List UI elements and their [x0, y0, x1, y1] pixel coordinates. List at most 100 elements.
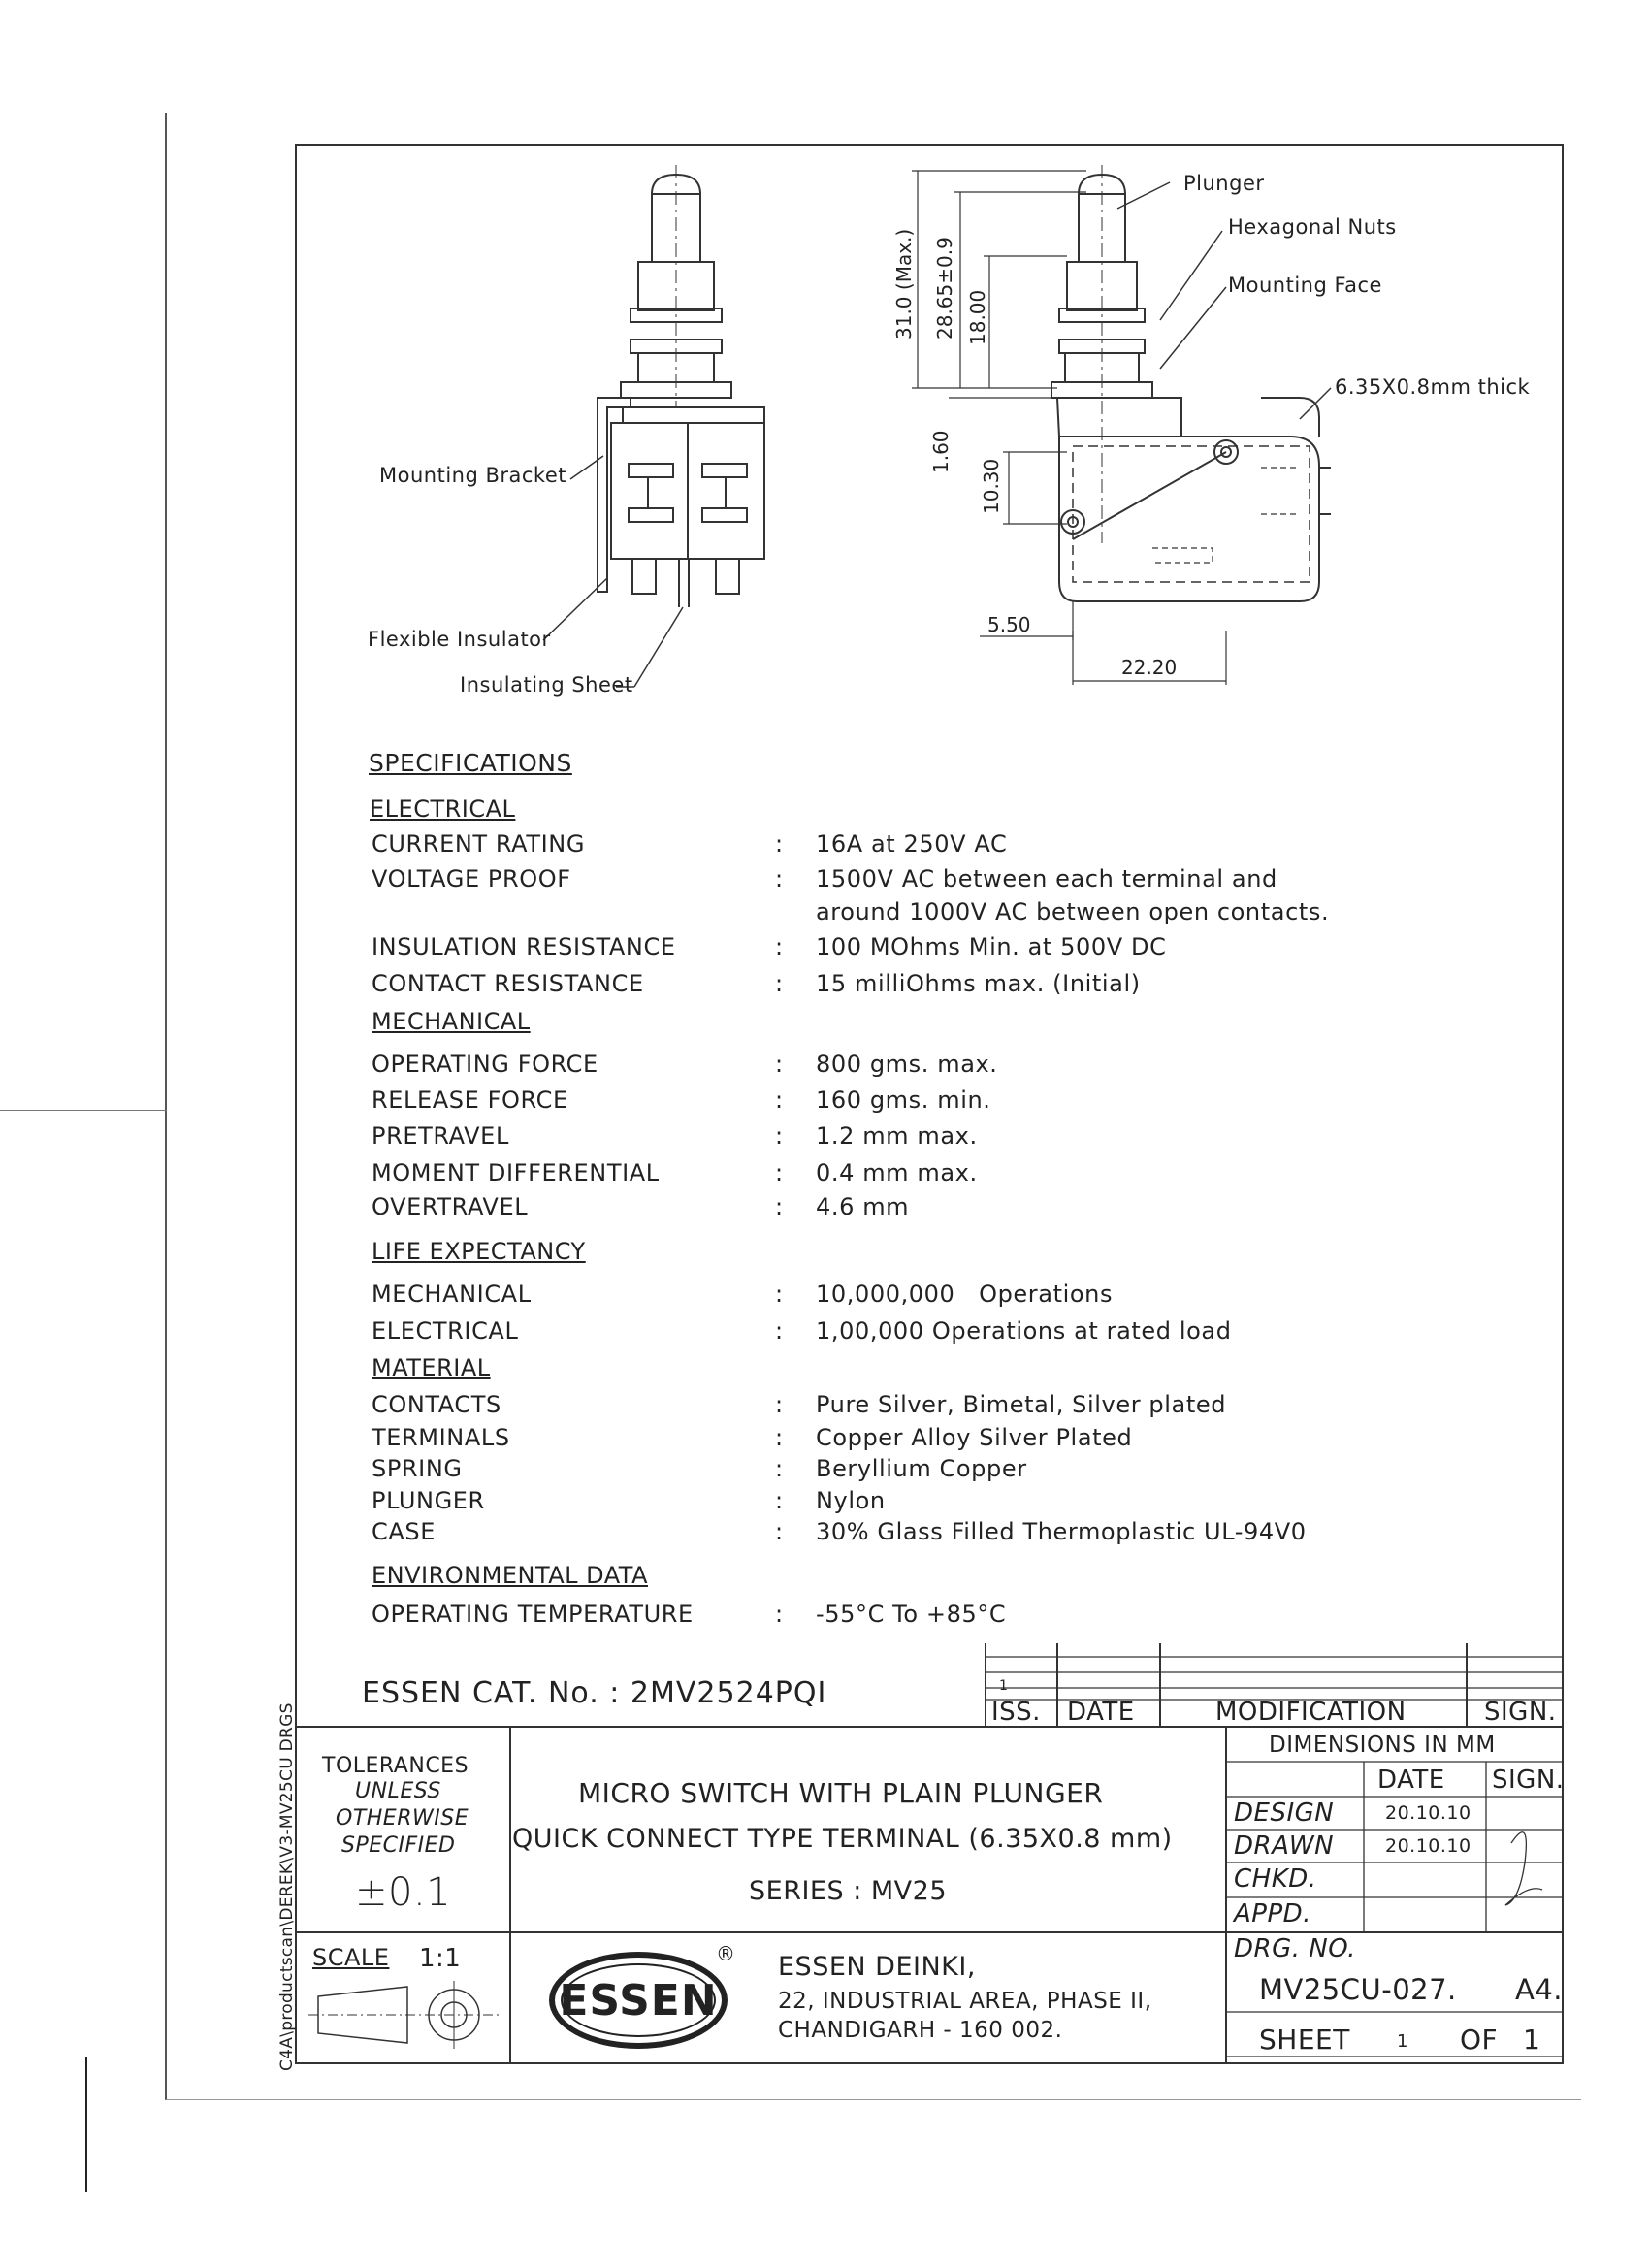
label-terminal-size: 6.35X0.8mm thick — [1335, 375, 1531, 399]
drawing-number: MV25CU-027. — [1259, 1973, 1457, 2006]
spec-row: VOLTAGE PROOF: 1500V AC between each term… — [372, 865, 1536, 925]
spec-colon: : — [775, 1159, 784, 1186]
spec-colon: : — [775, 1391, 784, 1418]
rev-header-sign: SIGN. — [1484, 1698, 1557, 1727]
drawing-title-line1: MICRO SWITCH WITH PLAIN PLUNGER — [578, 1777, 1104, 1809]
paper-size: A4. — [1515, 1973, 1564, 2006]
dimensions-in-mm: DIMENSIONS IN MM — [1269, 1733, 1496, 1758]
spec-row: CASE:30% Glass Filled Thermoplastic UL-9… — [372, 1518, 1536, 1547]
sheet-of-label: OF — [1460, 2024, 1499, 2056]
spec-row: PRETRAVEL: 1.2 mm max. — [372, 1122, 1536, 1151]
spec-row: ELECTRICAL: 1,00,000 Operations at rated … — [372, 1317, 1536, 1346]
label-flexible-insulator: Flexible Insulator — [368, 628, 551, 651]
label-mounting-bracket: Mounting Bracket — [379, 464, 566, 487]
label-plunger: Plunger — [1183, 172, 1265, 195]
sheet-total: 1 — [1523, 2024, 1541, 2056]
sheet-label: SHEET — [1259, 2024, 1350, 2056]
spec-key: MECHANICAL — [372, 1280, 532, 1308]
rev-iss-value: 1 — [999, 1678, 1009, 1694]
tolerance-value: ±0.1 — [355, 1870, 452, 1915]
spec-value: 16A at 250V AC — [816, 830, 1008, 858]
spec-value: 0.4 mm max. — [816, 1159, 978, 1186]
scale-value: 1:1 — [419, 1944, 462, 1973]
spec-colon: : — [775, 865, 784, 892]
tolerances-line2: UNLESS — [355, 1779, 441, 1803]
spec-row: SPRING:Beryllium Copper — [372, 1455, 1536, 1484]
company-address-line2: CHANDIGARH - 160 002. — [778, 2018, 1063, 2043]
spec-value: 1500V AC between each terminal and — [816, 865, 1277, 892]
spec-value: 15 milliOhms max. (Initial) — [816, 970, 1141, 997]
spec-key: TERMINALS — [372, 1424, 510, 1451]
catalog-number: ESSEN CAT. No. : 2MV2524PQI — [362, 1676, 827, 1710]
spec-key: OPERATING FORCE — [372, 1051, 598, 1078]
spec-key: MOMENT DIFFERENTIAL — [372, 1159, 660, 1186]
essen-logo: ESSEN — [549, 1952, 728, 2049]
spec-row: OVERTRAVEL: 4.6 mm — [372, 1193, 1536, 1222]
spec-row: CONTACTS:Pure Silver, Bimetal, Silver pl… — [372, 1391, 1536, 1420]
scale-label: SCALE — [312, 1944, 390, 1971]
spec-value: 1,00,000 Operations at rated load — [816, 1317, 1232, 1345]
spec-colon: : — [775, 1122, 784, 1150]
right-view-drawing — [912, 165, 1332, 685]
spec-colon: : — [775, 1455, 784, 1482]
left-margin-tick — [0, 1110, 167, 1111]
spec-value: Beryllium Copper — [816, 1455, 1027, 1482]
spec-row: MOMENT DIFFERENTIAL: 0.4 mm max. — [372, 1159, 1536, 1188]
spec-row: OPERATING FORCE:800 gms. max. — [372, 1051, 1536, 1080]
drawing-border — [295, 144, 1564, 2064]
spec-colon: : — [775, 1280, 784, 1308]
spec-key: CONTACT RESISTANCE — [372, 970, 644, 997]
spec-row: RELEASE FORCE:160 gms. min. — [372, 1086, 1536, 1116]
spec-value: 4.6 mm — [816, 1193, 910, 1220]
rev-header-date: DATE — [1067, 1698, 1135, 1727]
design-label: DESIGN — [1234, 1798, 1335, 1828]
tolerances-line3: OTHERWISE — [336, 1806, 469, 1831]
tolerances-line4: SPECIFIED — [341, 1833, 456, 1858]
spec-value: 100 MOhms Min. at 500V DC — [816, 933, 1167, 960]
spec-row: PLUNGER:Nylon — [372, 1487, 1536, 1516]
approved-label: APPD. — [1234, 1899, 1311, 1928]
environmental-heading: ENVIRONMENTAL DATA — [372, 1562, 648, 1589]
spec-row: OPERATING TEMPERATURE:-55°C To +85°C — [372, 1601, 1536, 1630]
approval-date-header: DATE — [1377, 1766, 1445, 1795]
dim-5-50: 5.50 — [987, 613, 1031, 636]
company-address-line1: 22, INDUSTRIAL AREA, PHASE II, — [778, 1989, 1152, 2014]
spec-value: Copper Alloy Silver Plated — [816, 1424, 1133, 1451]
rev-header-iss: ISS. — [991, 1698, 1041, 1727]
spec-colon: : — [775, 1193, 784, 1220]
dim-22-20: 22.20 — [1121, 656, 1178, 679]
spec-colon: : — [775, 1317, 784, 1345]
spec-key: CASE — [372, 1518, 436, 1545]
essen-logo-text: ESSEN — [559, 1975, 718, 2025]
drawing-title-line3: SERIES : MV25 — [749, 1876, 948, 1906]
spec-row: MECHANICAL:10,000,000 Operations — [372, 1280, 1536, 1310]
mechanical-heading: MECHANICAL — [372, 1008, 531, 1035]
spec-colon: : — [775, 1487, 784, 1514]
label-hexagonal-nuts: Hexagonal Nuts — [1228, 215, 1397, 239]
spec-value: 160 gms. min. — [816, 1086, 991, 1114]
registered-mark: ® — [716, 1942, 736, 1965]
spec-key: VOLTAGE PROOF — [372, 865, 571, 892]
spec-key: PRETRAVEL — [372, 1122, 509, 1150]
spec-value: 1.2 mm max. — [816, 1122, 978, 1150]
spec-value: -55°C To +85°C — [816, 1601, 1007, 1628]
spec-key: OVERTRAVEL — [372, 1193, 529, 1220]
electrical-heading: ELECTRICAL — [370, 795, 516, 823]
spec-colon: : — [775, 933, 784, 960]
spec-key: ELECTRICAL — [372, 1317, 519, 1345]
spec-key: CURRENT RATING — [372, 830, 586, 858]
label-insulating-sheet: Insulating Sheet — [460, 673, 633, 697]
spec-row: CONTACT RESISTANCE:15 milliOhms max. (In… — [372, 970, 1536, 999]
drawing-number-label: DRG. NO. — [1234, 1934, 1356, 1963]
spec-value-line2: around 1000V AC between open contacts. — [816, 898, 1330, 925]
switch-drawings — [542, 165, 1332, 688]
spec-value: 800 gms. max. — [816, 1051, 998, 1078]
essen-logo-inner: ESSEN — [559, 1963, 718, 2037]
label-mounting-face: Mounting Face — [1228, 274, 1382, 297]
drawn-label: DRAWN — [1234, 1831, 1335, 1861]
left-view-drawing — [542, 165, 765, 688]
life-expectancy-heading: LIFE EXPECTANCY — [372, 1238, 586, 1265]
spec-row: TERMINALS:Copper Alloy Silver Plated — [372, 1424, 1536, 1453]
material-heading: MATERIAL — [372, 1354, 491, 1381]
